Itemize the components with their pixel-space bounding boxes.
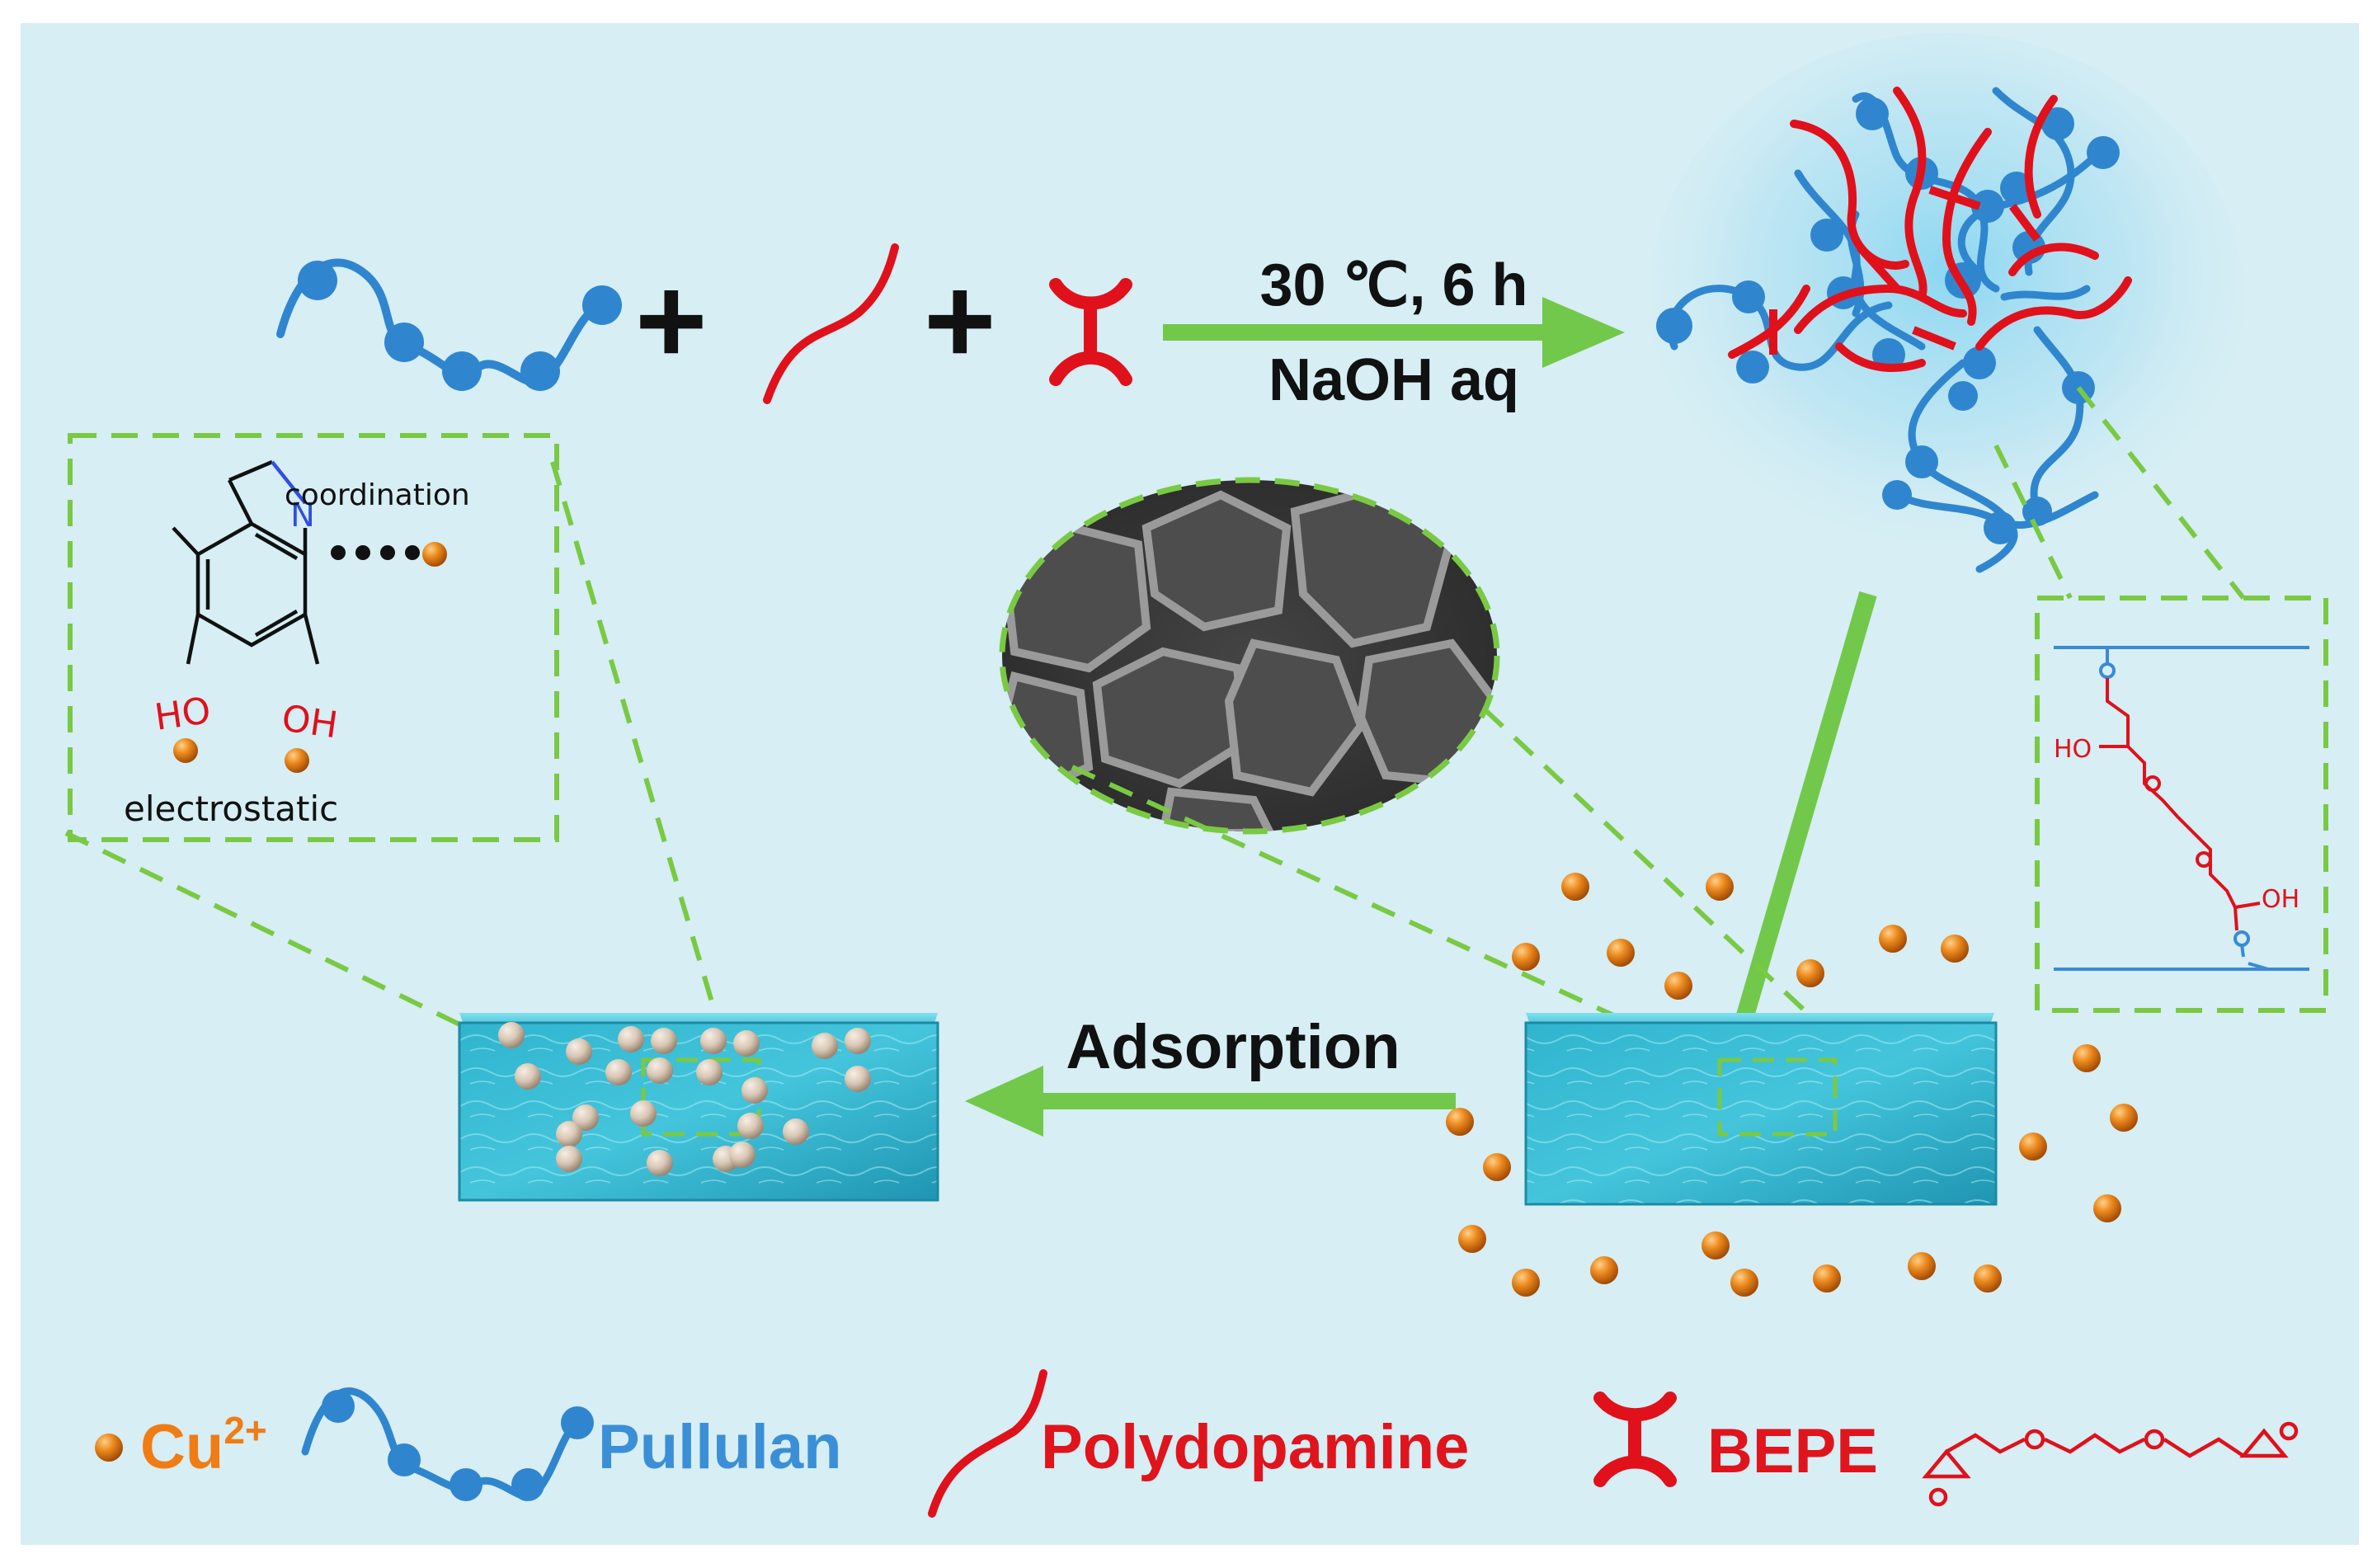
hydrogel-block-before [1524, 1013, 1998, 1206]
mechanism-panel: N HO OH coordination electrostatic [68, 433, 559, 842]
legend: Cu2+ Pullulan Polydopamine BEPE [95, 1369, 2299, 1518]
legend-bepe-icon [1593, 1391, 1677, 1487]
bepe-reactant-icon [1049, 278, 1132, 386]
polydopamine-reactant-icon [763, 243, 899, 404]
plus-sign-2: + [924, 251, 996, 389]
legend-cu-icon [95, 1434, 123, 1462]
adsorption-arrow-icon [965, 1066, 1456, 1137]
electrostatic-label: electrostatic [124, 789, 338, 829]
hydrogel-network-icon [1650, 33, 2243, 573]
legend-pullulan-icon [301, 1387, 594, 1501]
adsorption-label: Adsorption [1066, 1012, 1400, 1082]
legend-polydopamine-label: Polydopamine [1041, 1412, 1469, 1482]
reaction-condition-base: NaOH aq [1269, 347, 1519, 413]
reaction-condition-temperature: 30 ℃, 6 h [1260, 252, 1528, 318]
crosslink-oh-label: OH [2262, 885, 2299, 914]
nitrogen-atom-label: N [290, 497, 315, 534]
plus-sign-1: + [635, 251, 708, 389]
hydrogel-block-after [458, 1013, 939, 1202]
bepe-structure-icon [1922, 1421, 2299, 1507]
network-to-hydrogel-connector [1733, 591, 1877, 1030]
legend-cu-label: Cu2+ [140, 1409, 267, 1482]
legend-pullulan-label: Pullulan [598, 1412, 842, 1482]
crosslink-structure-panel: HO OH [2035, 596, 2328, 1013]
coordination-label: coordination [285, 478, 470, 512]
reaction-arrow-icon [1163, 297, 1625, 368]
free-cu-ions [1446, 873, 2138, 1297]
catechol-oh-label: OH [279, 697, 340, 746]
legend-polydopamine-icon [928, 1369, 1047, 1518]
pullulan-reactant-icon [276, 258, 622, 391]
crosslink-callout-lines [1993, 386, 2246, 600]
legend-bepe-label: BEPE [1707, 1416, 1878, 1486]
adsorbed-ions [498, 1022, 871, 1176]
catechol-ho-label: HO [152, 690, 213, 739]
crosslink-ho-label: HO [2054, 735, 2092, 764]
